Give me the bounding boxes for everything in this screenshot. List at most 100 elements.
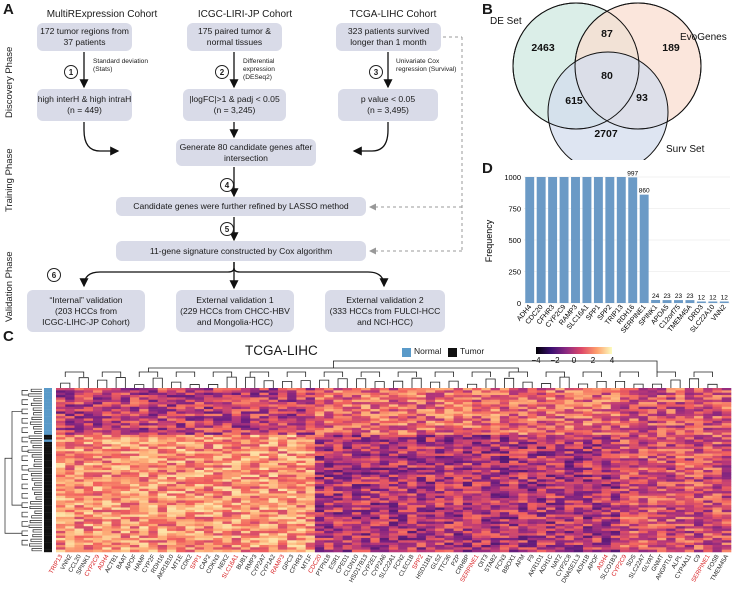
- bar-ytick-label: 0: [517, 299, 521, 308]
- sample-annotation-cell: [44, 409, 52, 412]
- bar-value-label: 12: [698, 294, 706, 301]
- criteria-box-3: p value < 0.05(n = 3,495): [338, 89, 438, 121]
- venn-label-surv: Surv Set: [666, 144, 705, 155]
- gene-label: AFM: [514, 554, 527, 569]
- sample-annotation-cell: [44, 470, 52, 473]
- heatmap: TRIP13VNN2CCL20SPINK1CYP2C9ADH4ACTB1BAAT…: [4, 360, 732, 584]
- sample-annotation-cell: [44, 411, 52, 414]
- panel-label-b: B: [482, 1, 493, 18]
- criteria-box-1: high interH & high intraH(n = 449): [37, 89, 132, 121]
- bar-spp2: [605, 177, 615, 303]
- source-box-2: 175 paired tumor & normal tissues: [187, 23, 282, 51]
- bar-ytick-label: 750: [508, 205, 521, 214]
- sample-annotation-cell: [44, 544, 52, 548]
- panel-label-d: D: [482, 160, 493, 177]
- intersection-box: Generate 80 candidate genes after inters…: [176, 139, 316, 166]
- sample-annotation-cell: [44, 402, 52, 405]
- gene-label: C9: [692, 553, 702, 564]
- sample-annotation-cell: [44, 472, 52, 475]
- bar-rdh16: [628, 177, 638, 303]
- bar-value-label: 23: [675, 293, 683, 300]
- color-scale-tick: −2: [550, 356, 560, 365]
- bar-adh4: [525, 177, 535, 303]
- bar-cyp2c9: [559, 177, 569, 303]
- sample-annotation-cell: [44, 516, 52, 520]
- bar-chart-ylabel: Frequency: [484, 219, 494, 262]
- sample-annotation-cell: [44, 535, 52, 539]
- bar-trip13: [616, 177, 626, 303]
- venn-count-evo-only: 189: [662, 42, 680, 54]
- sample-annotation-cell: [44, 502, 52, 506]
- sample-annotation-cell: [44, 498, 52, 501]
- sample-annotation-cell: [44, 451, 52, 454]
- sample-annotation-cell: [44, 537, 52, 541]
- sample-annotation-cell: [44, 439, 52, 443]
- bar-c12orf75: [674, 300, 683, 303]
- sample-annotation-cell: [44, 486, 52, 489]
- bar-value-label: 24: [652, 293, 660, 300]
- sample-annotation-cell: [44, 388, 52, 391]
- panel-label-a: A: [3, 1, 14, 18]
- sample-annotation-cell: [44, 484, 52, 487]
- venn-count-evo-surv: 93: [636, 92, 648, 104]
- sample-annotation-cell: [44, 420, 52, 424]
- bar-spink1: [651, 299, 661, 303]
- validation-box-external-2: External validation 2(333 HCCs from FULC…: [325, 290, 445, 332]
- bar-vnn2: [719, 301, 729, 303]
- sample-annotation-cell: [44, 519, 52, 522]
- sample-annotation-cell: [44, 493, 52, 496]
- bar-value-label: 860: [639, 188, 650, 195]
- method-note-3: Univariate Cox regression (Survival): [396, 58, 457, 73]
- step-4-badge: 4: [220, 178, 234, 192]
- sample-annotation-cell: [44, 455, 52, 459]
- heatmap-cells: [56, 388, 732, 553]
- venn-count-all: 80: [601, 70, 613, 82]
- bar-slc22a10: [708, 301, 718, 303]
- sample-annotation-cell: [44, 462, 52, 466]
- bar-value-label: 23: [663, 293, 671, 300]
- sample-annotation-cell: [44, 507, 52, 511]
- sample-annotation-cell: [44, 526, 52, 529]
- sample-annotation-cell: [44, 540, 52, 543]
- sample-annotation-cell: [44, 530, 52, 534]
- sample-annotation-cell: [44, 488, 52, 492]
- bar-drd3: [696, 301, 706, 303]
- venn-count-de-only: 2463: [531, 42, 555, 54]
- sample-annotation-cell: [44, 500, 52, 503]
- venn-label-de: DE Set: [490, 16, 522, 27]
- column-dendrogram: [60, 360, 718, 388]
- sample-annotation-cell: [44, 512, 52, 515]
- step-3-badge: 3: [369, 65, 383, 79]
- sample-annotation-cell: [44, 434, 52, 438]
- venn-count-surv-only: 2707: [594, 128, 618, 140]
- lasso-box: Candidate genes were further refined by …: [116, 197, 366, 216]
- bar-ytick-label: 500: [508, 236, 521, 245]
- bar-value-label: 12: [721, 294, 729, 301]
- cohort-header-3: TCGA-LIHC Cohort: [349, 9, 437, 20]
- sample-annotation-cell: [44, 425, 52, 429]
- color-scale-tick: 4: [610, 356, 615, 365]
- step-1-badge: 1: [64, 65, 78, 79]
- bar-serpine1: [639, 194, 649, 303]
- bar-ramp3: [571, 177, 580, 303]
- panel-label-c: C: [3, 328, 14, 345]
- signature-box: 11-gene signature constructed by Cox alg…: [116, 241, 366, 261]
- sample-annotation-cell: [44, 416, 52, 419]
- sample-annotation-cell: [44, 392, 52, 396]
- sample-annotation-cell: [44, 509, 52, 513]
- legend-swatch-tumor: [448, 348, 457, 357]
- color-scale-bar: [536, 347, 612, 354]
- legend-label-normal: Normal: [414, 346, 442, 356]
- sample-annotation-cell: [44, 474, 52, 478]
- bar-ytick-label: 1000: [504, 173, 521, 182]
- frequency-bar-chart: Frequency 02505007501000ADH4CDC20CFHR3CY…: [484, 170, 730, 335]
- sample-annotation-cell: [44, 458, 52, 461]
- validation-box-external-1: External validation 1(229 HCCs from CHCC…: [176, 290, 294, 332]
- sample-annotation-cell: [44, 418, 52, 421]
- sample-annotation-cell: [44, 505, 52, 508]
- sample-annotation-cell: [44, 547, 52, 550]
- gene-label: F9: [526, 553, 536, 563]
- sample-annotation-cell: [44, 477, 52, 480]
